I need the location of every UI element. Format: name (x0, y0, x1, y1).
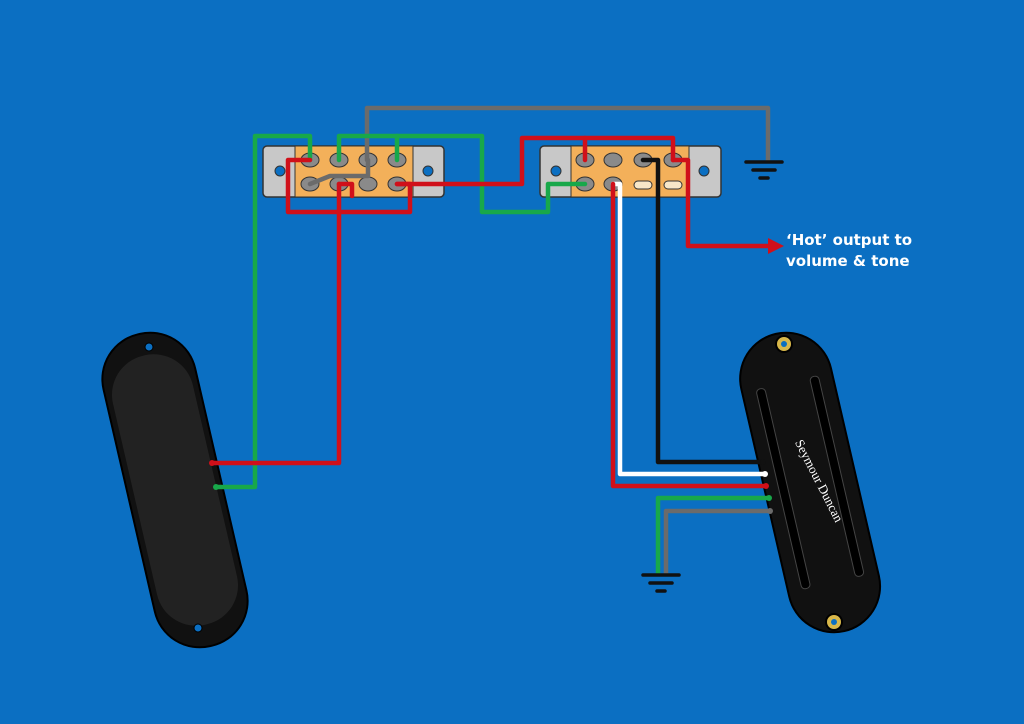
output-annotation: ‘Hot’ output to volume & tone (786, 230, 912, 272)
ground-symbol-icon (641, 573, 681, 593)
wires (209, 105, 784, 577)
ground-symbol-icon (744, 160, 784, 180)
wire-terminals (209, 459, 773, 514)
pickup-right: Seymour Duncan (739, 331, 882, 634)
output-label-line1: ‘Hot’ output to (786, 231, 913, 249)
pickup-left-screw-hole-top (144, 342, 154, 352)
output-label-line2: volume & tone (786, 252, 910, 270)
pickup-left (101, 331, 249, 649)
pickup-left-screw-hole-bottom (193, 623, 203, 633)
arrow-right-icon (768, 238, 784, 254)
switch-right (539, 145, 722, 198)
